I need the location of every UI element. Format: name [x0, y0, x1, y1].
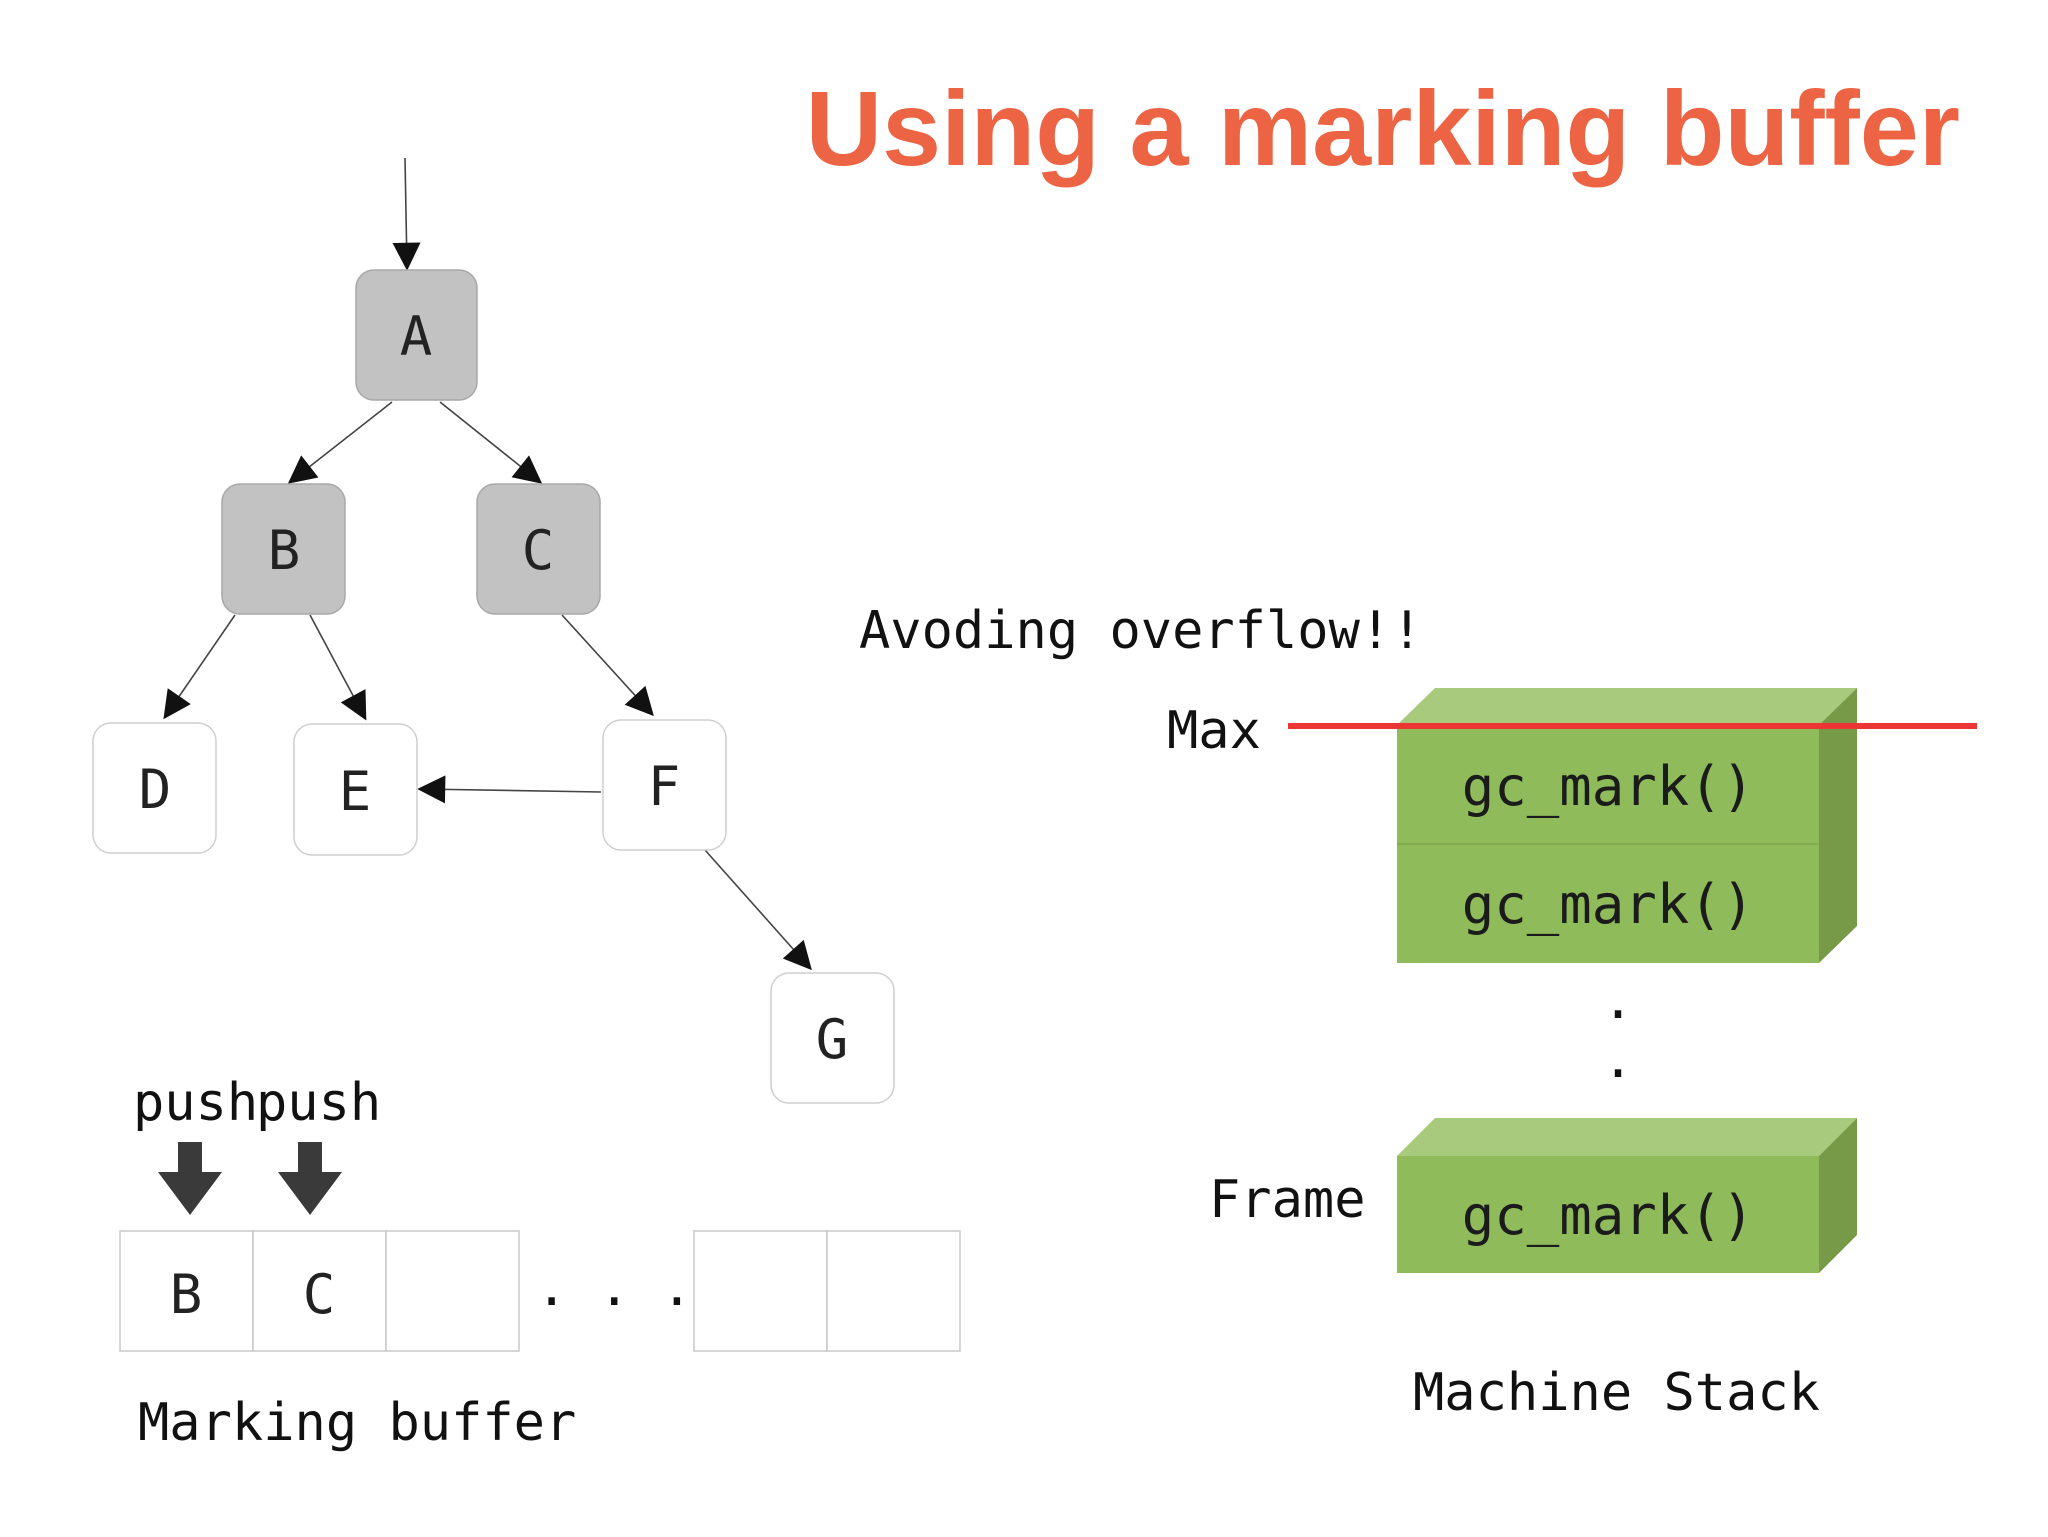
buffer-cell: B [119, 1230, 254, 1352]
buffer-cell [826, 1230, 961, 1352]
slide-title: Using a marking buffer [806, 70, 1960, 188]
edge-b-d [163, 614, 236, 720]
buffer-cell-label: C [303, 1263, 336, 1326]
graph-node-c: C [476, 483, 601, 615]
push-arrow-2 [278, 1142, 342, 1215]
node-d-box [92, 722, 217, 854]
frame-label: Frame [1209, 1170, 1366, 1230]
push-label-2: push [256, 1073, 381, 1133]
buffer-cell: C [252, 1230, 387, 1352]
node-e-label: E [339, 760, 372, 823]
buffer-ellipsis: . . . [536, 1258, 693, 1318]
edge-a-c [439, 401, 543, 484]
node-d-label: D [139, 758, 172, 821]
edge-b-e [309, 614, 367, 721]
node-b-label: B [268, 519, 301, 582]
marking-buffer-caption: Marking buffer [138, 1393, 576, 1453]
graph-nodes: A B C D E F G [92, 269, 895, 1104]
machine-stack: Avoding overflow!! Max Frame gc_mark() g… [859, 601, 1977, 1423]
stack-frame-label: gc_mark() [1462, 873, 1755, 936]
node-a-label: A [400, 305, 433, 368]
stack-dot: . [1602, 1030, 1633, 1090]
edge-a-b [287, 401, 393, 484]
stack-block-side [1819, 688, 1857, 963]
graph-node-e: E [293, 723, 418, 856]
root-pointer-arrow [392, 157, 421, 271]
max-label: Max [1167, 701, 1261, 761]
overflow-note: Avoding overflow!! [859, 601, 1423, 661]
graph-node-g: G [770, 972, 895, 1104]
graph-node-d: D [92, 722, 217, 854]
buffer-cell-label: B [170, 1263, 203, 1326]
node-a-box [355, 269, 478, 401]
graph-node-f: F [602, 719, 727, 851]
push-label-1: push [133, 1073, 258, 1133]
node-c-label: C [522, 519, 555, 582]
push-indicators: push push [133, 1073, 381, 1215]
node-g-label: G [816, 1008, 849, 1071]
node-c-box [476, 483, 601, 615]
stack-frame-box [1397, 725, 1819, 844]
node-f-label: F [648, 755, 681, 818]
node-b-box [221, 483, 346, 615]
graph-node-b: B [221, 483, 346, 615]
edge-f-g [704, 849, 812, 971]
stack-frame-box [1397, 1156, 1819, 1273]
node-e-box [293, 723, 418, 856]
stack-frame-box [1397, 844, 1819, 963]
stack-frame-label: gc_mark() [1462, 1184, 1755, 1247]
stack-block-top [1397, 1118, 1857, 1156]
stack-frame-label: gc_mark() [1462, 755, 1755, 818]
edge-f-e [417, 775, 602, 804]
node-f-box [602, 719, 727, 851]
stack-lower-block: gc_mark() [1397, 1118, 1857, 1273]
node-g-box [770, 972, 895, 1104]
stack-upper-block: gc_mark() gc_mark() [1397, 688, 1857, 963]
marking-buffer: B C . . . Marking buffer [119, 1230, 961, 1453]
stack-block-side [1819, 1118, 1857, 1273]
edge-c-f [561, 614, 654, 717]
stack-block-top [1397, 688, 1857, 725]
machine-stack-caption: Machine Stack [1413, 1363, 1820, 1423]
graph-node-a: A [355, 269, 478, 401]
buffer-cell [385, 1230, 520, 1352]
push-arrow-1 [158, 1142, 222, 1215]
buffer-cell [693, 1230, 828, 1352]
stack-dot: . [1602, 971, 1633, 1031]
graph-edges [163, 401, 812, 971]
